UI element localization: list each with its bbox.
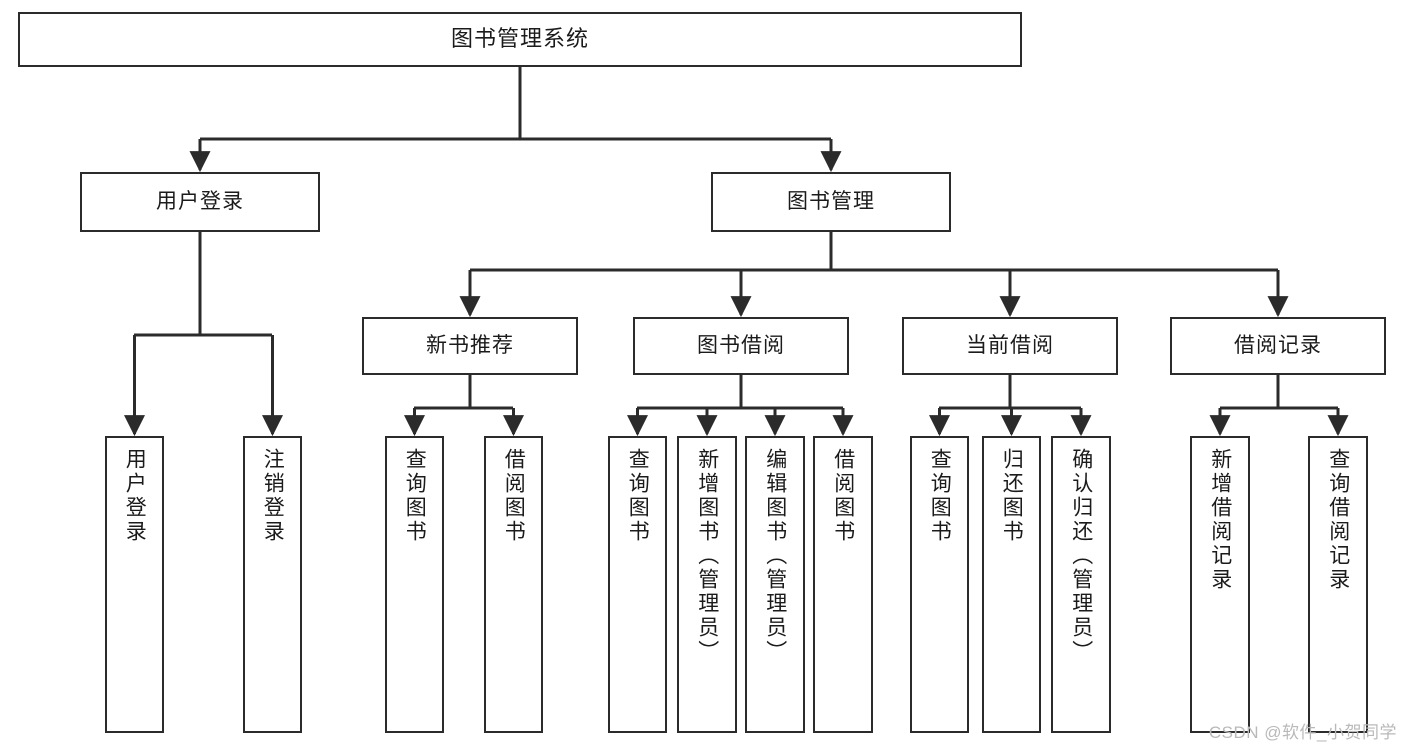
node-l13[interactable]: 查询借阅记录 [1308, 436, 1368, 733]
node-l11[interactable]: 确认归还（管理员） [1051, 436, 1111, 733]
node-borrow[interactable]: 图书借阅 [633, 317, 849, 375]
node-newrec[interactable]: 新书推荐 [362, 317, 578, 375]
node-l4[interactable]: 借阅图书 [484, 436, 543, 733]
node-l12[interactable]: 新增借阅记录 [1190, 436, 1250, 733]
node-label: 图书管理 [787, 190, 875, 214]
node-root[interactable]: 图书管理系统 [18, 12, 1022, 67]
node-label: 查询图书 [928, 448, 952, 544]
node-label: 图书借阅 [697, 334, 785, 358]
node-login[interactable]: 用户登录 [80, 172, 320, 232]
node-label: 当前借阅 [966, 334, 1054, 358]
node-bookmgmt[interactable]: 图书管理 [711, 172, 951, 232]
node-label: 查询借阅记录 [1326, 448, 1350, 592]
node-label: 新增借阅记录 [1208, 448, 1232, 592]
node-l9[interactable]: 查询图书 [910, 436, 969, 733]
node-label: 编辑图书（管理员） [763, 448, 787, 664]
node-l7[interactable]: 编辑图书（管理员） [745, 436, 805, 733]
node-label: 用户登录 [123, 448, 147, 544]
node-history[interactable]: 借阅记录 [1170, 317, 1386, 375]
node-label: 借阅图书 [831, 448, 855, 544]
node-current[interactable]: 当前借阅 [902, 317, 1118, 375]
node-l8[interactable]: 借阅图书 [813, 436, 873, 733]
node-l10[interactable]: 归还图书 [982, 436, 1041, 733]
node-label: 用户登录 [156, 190, 244, 214]
node-label: 新增图书（管理员） [695, 448, 719, 664]
node-label: 图书管理系统 [450, 26, 589, 52]
node-label: 查询图书 [403, 448, 427, 544]
node-label: 注销登录 [261, 448, 285, 544]
node-label: 查询图书 [626, 448, 650, 544]
node-l6[interactable]: 新增图书（管理员） [677, 436, 737, 733]
csdn-watermark: CSDN @软件_小贺同学 [1208, 723, 1397, 742]
node-label: 借阅记录 [1234, 334, 1322, 358]
node-l2[interactable]: 注销登录 [243, 436, 302, 733]
node-label: 确认归还（管理员） [1069, 448, 1093, 664]
node-l5[interactable]: 查询图书 [608, 436, 667, 733]
node-l3[interactable]: 查询图书 [385, 436, 444, 733]
node-label: 借阅图书 [502, 448, 526, 544]
node-label: 新书推荐 [426, 334, 514, 358]
node-label: 归还图书 [1000, 448, 1024, 544]
node-l1[interactable]: 用户登录 [105, 436, 164, 733]
